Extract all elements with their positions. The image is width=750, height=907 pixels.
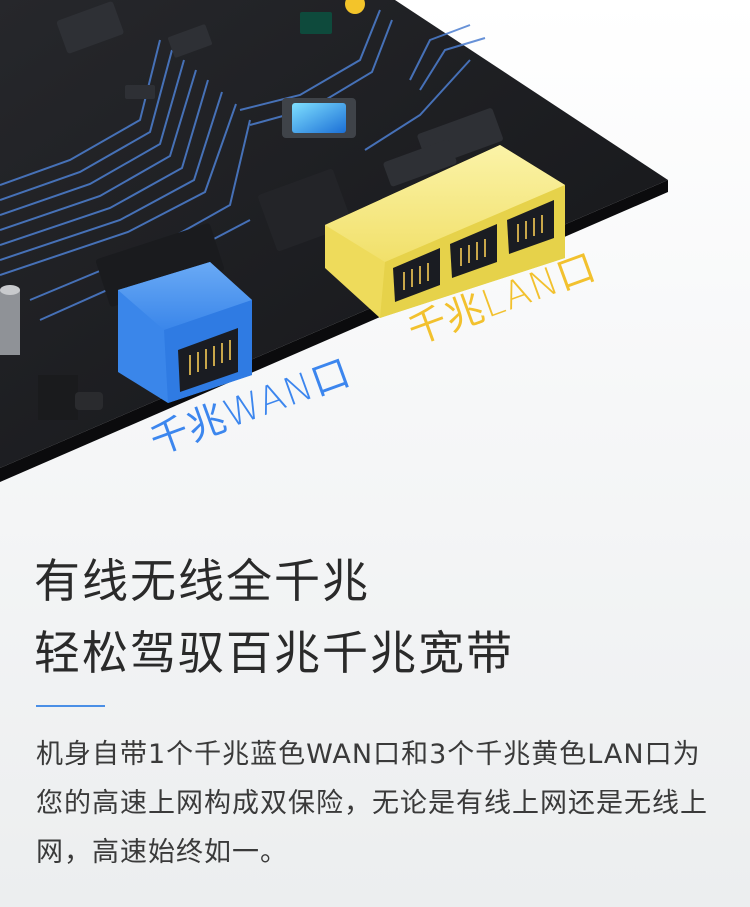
lan-ports	[325, 145, 565, 318]
connector-block	[95, 223, 225, 307]
led	[345, 0, 365, 14]
main-chip	[282, 98, 356, 138]
headline-line-1: 有线无线全千兆	[34, 554, 370, 608]
feature-description: 机身自带1个千兆蓝色WAN口和3个千兆黄色LAN口为您的高速上网构成双保险，无论…	[36, 739, 708, 868]
reset-button	[38, 375, 103, 420]
headline-line-2: 轻松驾驭百兆千兆宽带	[34, 626, 514, 680]
circuit-board-illustration	[0, 0, 668, 482]
capacitor	[0, 285, 20, 355]
feature-headline: 有线无线全千兆 轻松驾驭百兆千兆宽带	[34, 545, 514, 689]
pcb-components	[56, 1, 503, 187]
pcb-traces	[0, 9, 486, 321]
accent-divider	[36, 705, 105, 707]
wan-port	[118, 262, 252, 403]
router-board-image: 千兆WAN口 千兆LAN口	[0, 0, 668, 482]
